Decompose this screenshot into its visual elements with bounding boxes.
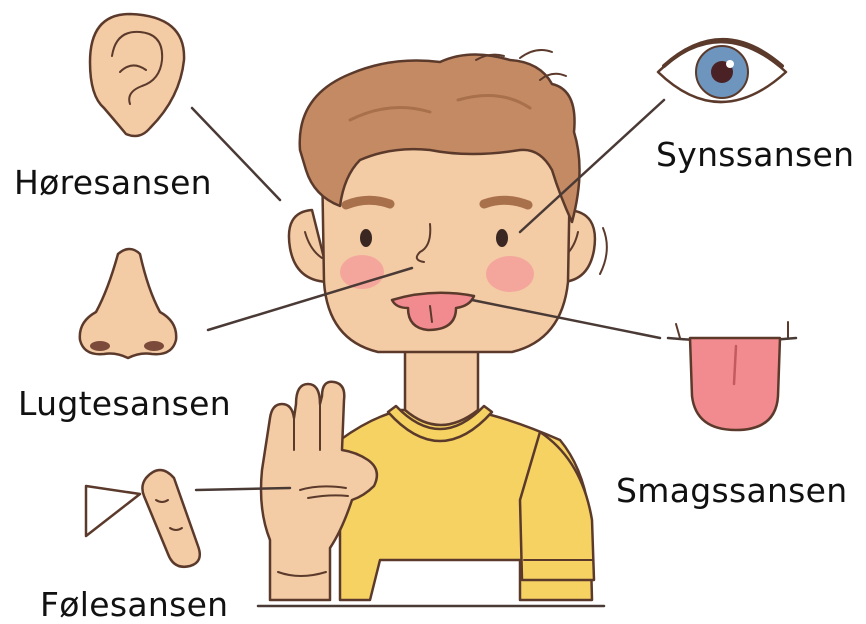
ear-icon — [90, 14, 184, 136]
nose-icon — [80, 249, 176, 358]
finger-icon — [86, 470, 200, 567]
left-eye — [360, 229, 372, 247]
boy-figure — [258, 50, 607, 606]
right-eye — [496, 229, 508, 247]
label-taste: Smagssansen — [616, 474, 848, 507]
label-hearing: Høresansen — [14, 166, 212, 199]
label-smell: Lugtesansen — [18, 387, 231, 420]
right-eyebrow — [484, 200, 528, 205]
label-touch: Følesansen — [40, 588, 228, 621]
tongue-icon — [668, 322, 796, 430]
label-sight: Synssansen — [656, 138, 854, 171]
right-cheek — [486, 256, 534, 292]
left-eyebrow — [346, 200, 390, 205]
eye-icon — [658, 40, 786, 102]
